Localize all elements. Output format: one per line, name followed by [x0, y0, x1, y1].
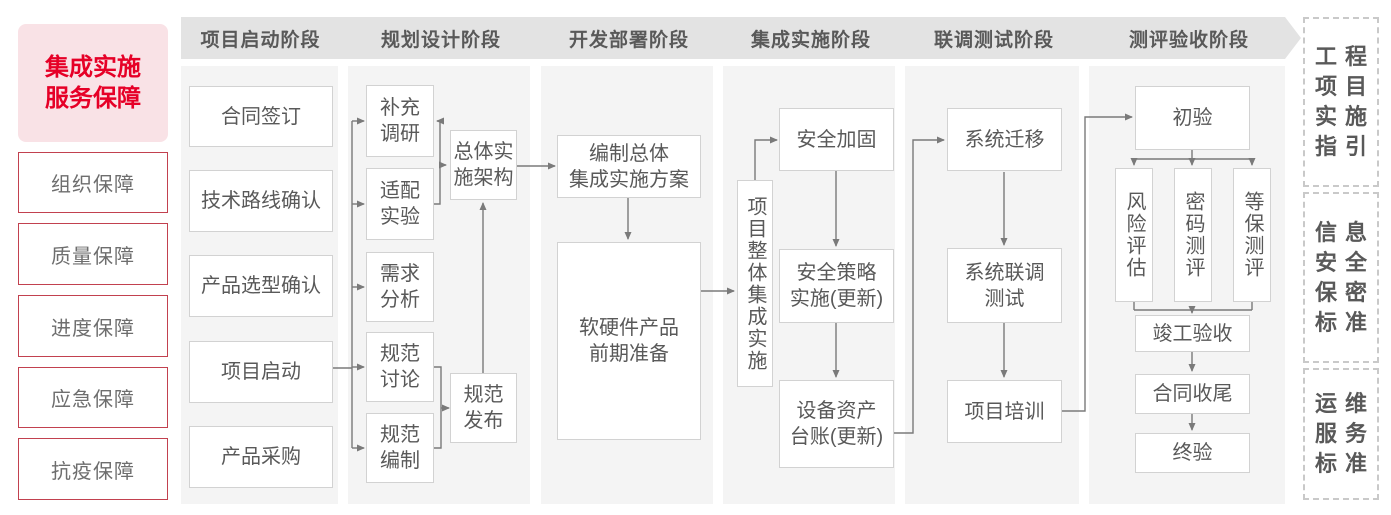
box-requirements-analysis: 需求 分析 [366, 252, 434, 322]
box-tech-route-confirm: 技术路线确认 [189, 170, 333, 232]
phase-label: 集成实施阶段 [750, 29, 871, 51]
phase-header-planning-design: 规划设计阶段 [336, 17, 546, 59]
box-spec-release: 规范 发布 [450, 373, 517, 443]
assurance-schedule: 进度保障 [18, 295, 168, 357]
phase-header-project-kickoff: 项目启动阶段 [181, 17, 354, 59]
box-overall-integration-plan: 编制总体 集成实施方案 [557, 135, 701, 198]
std-info-security-confidentiality: 信息 安全 保密 标准 [1303, 192, 1379, 363]
phase-label: 项目启动阶段 [200, 29, 321, 51]
box-preliminary-acceptance: 初验 [1135, 86, 1250, 150]
phase-label: 测评验收阶段 [1128, 29, 1249, 51]
phase-label: 联调测试阶段 [933, 29, 1054, 51]
box-classified-protection-evaluation: 等保测评 [1233, 168, 1271, 302]
box-product-procurement: 产品采购 [189, 426, 333, 488]
box-security-hardening: 安全加固 [779, 108, 894, 171]
box-project-training: 项目培训 [947, 380, 1062, 443]
phase-header-integration-impl: 集成实施阶段 [711, 17, 911, 59]
phase-header-joint-debug-testing: 联调测试阶段 [893, 17, 1095, 59]
std-text: 运维 服务 标准 [1314, 391, 1375, 476]
std-text: 工程 项目 实施 指引 [1314, 44, 1375, 159]
box-product-selection-confirm: 产品选型确认 [189, 255, 333, 317]
assurance-quality: 质量保障 [18, 223, 168, 285]
box-system-migration: 系统迁移 [947, 108, 1062, 171]
std-project-implementation-guide: 工程 项目 实施 指引 [1303, 17, 1379, 187]
phase-label: 开发部署阶段 [568, 29, 689, 51]
phase-label: 规划设计阶段 [380, 29, 501, 51]
box-security-policy-update: 安全策略 实施(更新) [779, 249, 894, 323]
std-ops-service-standard: 运维 服务 标准 [1303, 368, 1379, 500]
box-contract-closure: 合同收尾 [1135, 374, 1250, 414]
box-crypto-evaluation: 密码测评 [1174, 168, 1212, 302]
box-spec-discussion: 规范 讨论 [366, 332, 434, 402]
box-system-joint-debug-test: 系统联调 测试 [947, 248, 1062, 323]
box-final-acceptance: 终验 [1135, 433, 1250, 473]
phase-header-dev-deployment: 开发部署阶段 [529, 17, 729, 59]
box-risk-assessment: 风险评估 [1115, 168, 1153, 302]
box-asset-ledger-update: 设备资产 台账(更新) [779, 380, 894, 468]
assurance-emergency: 应急保障 [18, 367, 168, 428]
box-spec-drafting: 规范 编制 [366, 413, 434, 483]
assurance-epidemic: 抗疫保障 [18, 438, 168, 500]
box-hw-sw-preparation: 软硬件产品 前期准备 [557, 242, 701, 440]
std-text: 信息 安全 保密 标准 [1314, 219, 1375, 335]
box-completion-acceptance: 竣工验收 [1135, 315, 1250, 352]
box-contract-signing: 合同签订 [189, 86, 333, 147]
phase-header-evaluation-acceptance: 测评验收阶段 [1077, 17, 1301, 59]
box-adaptation-test: 适配 实验 [366, 168, 434, 240]
integration-service-assurance-title: 集成实施 服务保障 [18, 24, 168, 142]
assurance-organization: 组织保障 [18, 152, 168, 213]
box-project-kickoff: 项目启动 [189, 341, 333, 403]
box-overall-impl-architecture: 总体实 施架构 [450, 130, 517, 200]
box-project-overall-integration: 项目整体集成实施 [737, 180, 773, 387]
box-supplementary-research: 补充 调研 [366, 85, 434, 157]
